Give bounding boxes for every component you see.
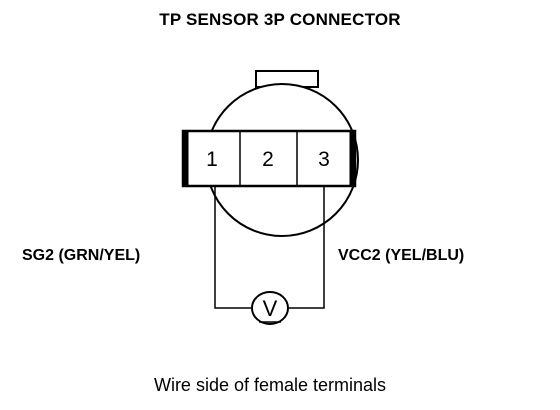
voltmeter-symbol: V [263, 296, 278, 321]
pin-2-number: 2 [262, 148, 274, 171]
terminal-block [181, 129, 357, 188]
pin-3-number: 3 [318, 148, 330, 171]
diagram-title: TP SENSOR 3P CONNECTOR [159, 10, 401, 29]
probe-wire-pin-3 [288, 186, 325, 309]
voltmeter-icon: V [251, 291, 289, 325]
diagram-caption: Wire side of female terminals [153, 375, 387, 395]
wire-label-sg2: SG2 (GRN/YEL) [22, 247, 141, 264]
pin-1-number: 1 [206, 148, 218, 171]
wire-label-vcc2: VCC2 (YEL/BLU) [338, 247, 465, 264]
probe-wire-pin-1 [214, 186, 252, 309]
